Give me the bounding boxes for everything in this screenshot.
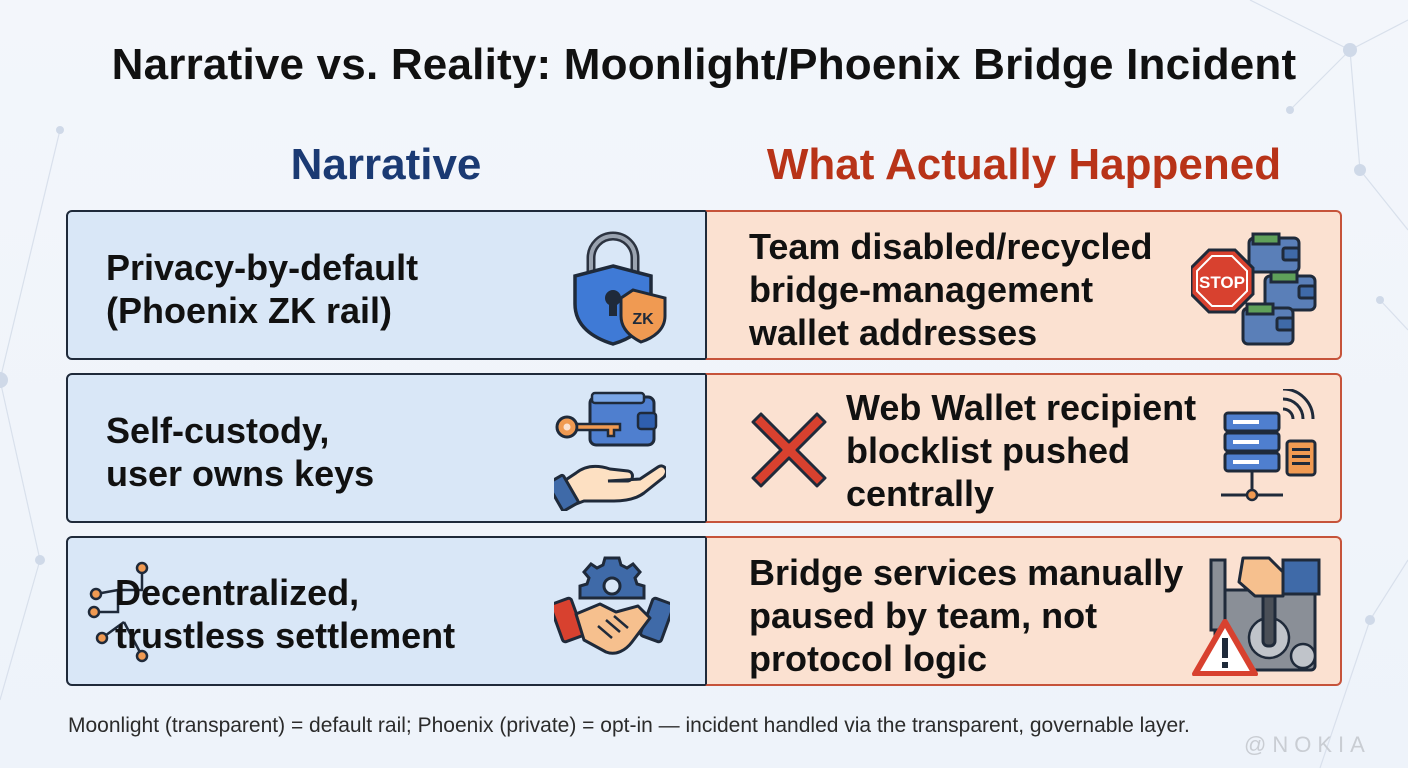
narrative-line: Decentralized, <box>115 572 360 613</box>
handshake-gear-icon <box>554 556 670 655</box>
narrative-line: Self-custody, <box>106 410 330 451</box>
comparison-row: Self-custody, user owns keys Web Wallet … <box>66 373 1342 523</box>
narrative-text: Privacy-by-default (Phoenix ZK rail) <box>106 246 418 332</box>
stop-sign-label: STOP <box>1199 273 1245 292</box>
reality-line: Team disabled/recycled <box>749 226 1153 267</box>
zk-badge: ZK <box>619 288 667 344</box>
reality-line: Bridge services manually <box>749 552 1184 593</box>
narrative-cell: Privacy-by-default (Phoenix ZK rail) ZK <box>66 210 707 360</box>
shield-lock-icon: ZK <box>573 231 667 346</box>
warning-triangle-icon <box>1192 619 1258 676</box>
narrative-text: Decentralized, trustless settlement <box>115 571 455 657</box>
network-nodes-icon <box>87 561 149 663</box>
stop-wallets-icon: STOP <box>1191 232 1317 346</box>
narrative-column-heading: Narrative <box>290 140 482 189</box>
watermark: @NOKIA <box>1244 732 1371 757</box>
reality-line: wallet addresses <box>749 312 1038 353</box>
footnote: Moonlight (transparent) = default rail; … <box>68 714 1190 737</box>
narrative-cell: Decentralized, trustless settlement <box>66 536 707 686</box>
reality-line: blocklist pushed <box>846 430 1131 471</box>
narrative-line: trustless settlement <box>115 615 456 656</box>
red-x-icon <box>751 412 827 488</box>
reality-line: paused by team, not <box>749 595 1098 636</box>
narrative-line: (Phoenix ZK rail) <box>106 290 393 331</box>
reality-line: centrally <box>846 473 995 514</box>
reality-text: Bridge services manually paused by team,… <box>749 551 1183 680</box>
narrative-text: Self-custody, user owns keys <box>106 409 374 495</box>
narrative-line: Privacy-by-default <box>106 247 419 288</box>
comparison-row: Decentralized, trustless settlement Brid… <box>66 536 1342 686</box>
comparison-row: Privacy-by-default (Phoenix ZK rail) ZK … <box>66 210 1342 360</box>
reality-text: Web Wallet recipient blocklist pushed ce… <box>846 386 1196 515</box>
reality-column-heading: What Actually Happened <box>766 140 1282 189</box>
reality-line: protocol logic <box>749 638 987 679</box>
narrative-line: user owns keys <box>106 453 375 494</box>
manual-lever-warning-icon <box>1192 556 1321 676</box>
page-title: Narrative vs. Reality: Moonlight/Phoenix… <box>111 40 1297 89</box>
reality-cell: Web Wallet recipient blocklist pushed ce… <box>705 373 1342 523</box>
wallet-key-hand-icon <box>554 391 666 511</box>
zk-badge-label: ZK <box>632 311 654 328</box>
reality-text: Team disabled/recycled bridge-management… <box>749 225 1153 354</box>
reality-cell: Team disabled/recycled bridge-management… <box>705 210 1342 360</box>
narrative-cell: Self-custody, user owns keys <box>66 373 707 523</box>
server-broadcast-icon <box>1221 389 1317 502</box>
reality-line: bridge-management <box>749 269 1094 310</box>
reality-cell: Bridge services manually paused by team,… <box>705 536 1342 686</box>
reality-line: Web Wallet recipient <box>846 387 1197 428</box>
